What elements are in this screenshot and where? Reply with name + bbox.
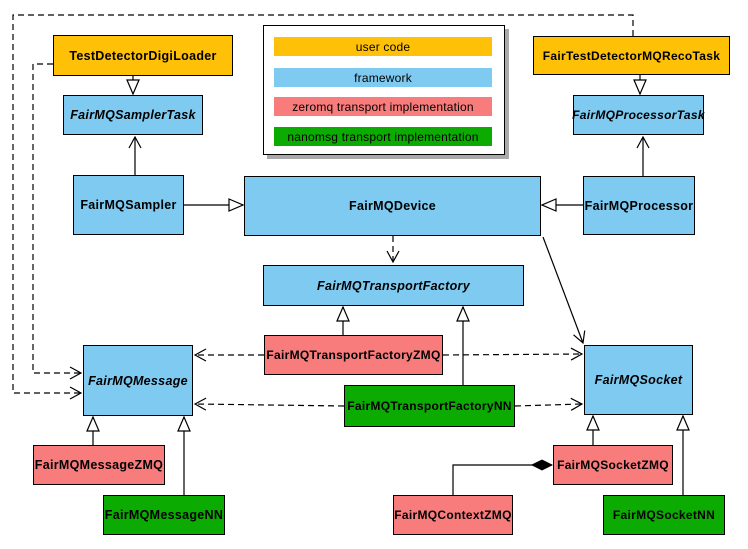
node-fairmqsocket: FairMQSocket [584,345,693,415]
node-fairmqmessagenn: FairMQMessageNN [103,495,225,535]
edge-factorynn-socket [514,404,582,406]
node-fairmqmessage: FairMQMessage [83,345,193,416]
node-fairmqtransportfactorynn: FairMQTransportFactoryNN [344,385,515,427]
node-fairmqdevice: FairMQDevice [244,176,541,236]
node-fairmqsampler: FairMQSampler [73,175,184,235]
edge-factorynn-message [195,404,345,406]
legend-label-framework: framework [354,70,412,85]
node-fairmqtransportfactory: FairMQTransportFactory [263,265,524,306]
node-fairmqcontextzmq: FairMQContextZMQ [393,495,513,535]
legend-swatch-framework: framework [274,68,492,87]
edge-device-socket [542,236,583,343]
legend-swatch-zeromq: zeromq transport implementation [274,97,492,116]
node-testdetectordigiloader: TestDetectorDigiLoader [53,35,233,76]
node-fairmqsamplertask: FairMQSamplerTask [63,95,203,135]
node-fairmqsocketnn: FairMQSocketNN [603,495,725,535]
legend-label-nanomsg: nanomsg transport implementation [287,129,479,144]
node-fairmqmessagezmq: FairMQMessageZMQ [33,445,165,485]
legend: user code framework zeromq transport imp… [263,25,505,155]
legend-swatch-user-code: user code [274,37,492,56]
legend-label-user-code: user code [355,39,411,54]
edge-factoryzmq-socket [442,354,582,355]
node-fairmqtransportfactoryzmq: FairMQTransportFactoryZMQ [264,335,443,375]
node-fairtestdetectormqrecotask: FairTestDetectorMQRecoTask [533,36,730,75]
node-fairmqprocessortask: FairMQProcessorTask [572,95,705,135]
node-fairmqprocessor: FairMQProcessor [583,176,695,235]
node-fairmqsocketzmq: FairMQSocketZMQ [553,445,673,485]
edge-contextzmq-socketzmq [452,465,552,495]
legend-swatch-nanomsg: nanomsg transport implementation [274,127,492,146]
legend-label-zeromq: zeromq transport implementation [292,99,474,114]
